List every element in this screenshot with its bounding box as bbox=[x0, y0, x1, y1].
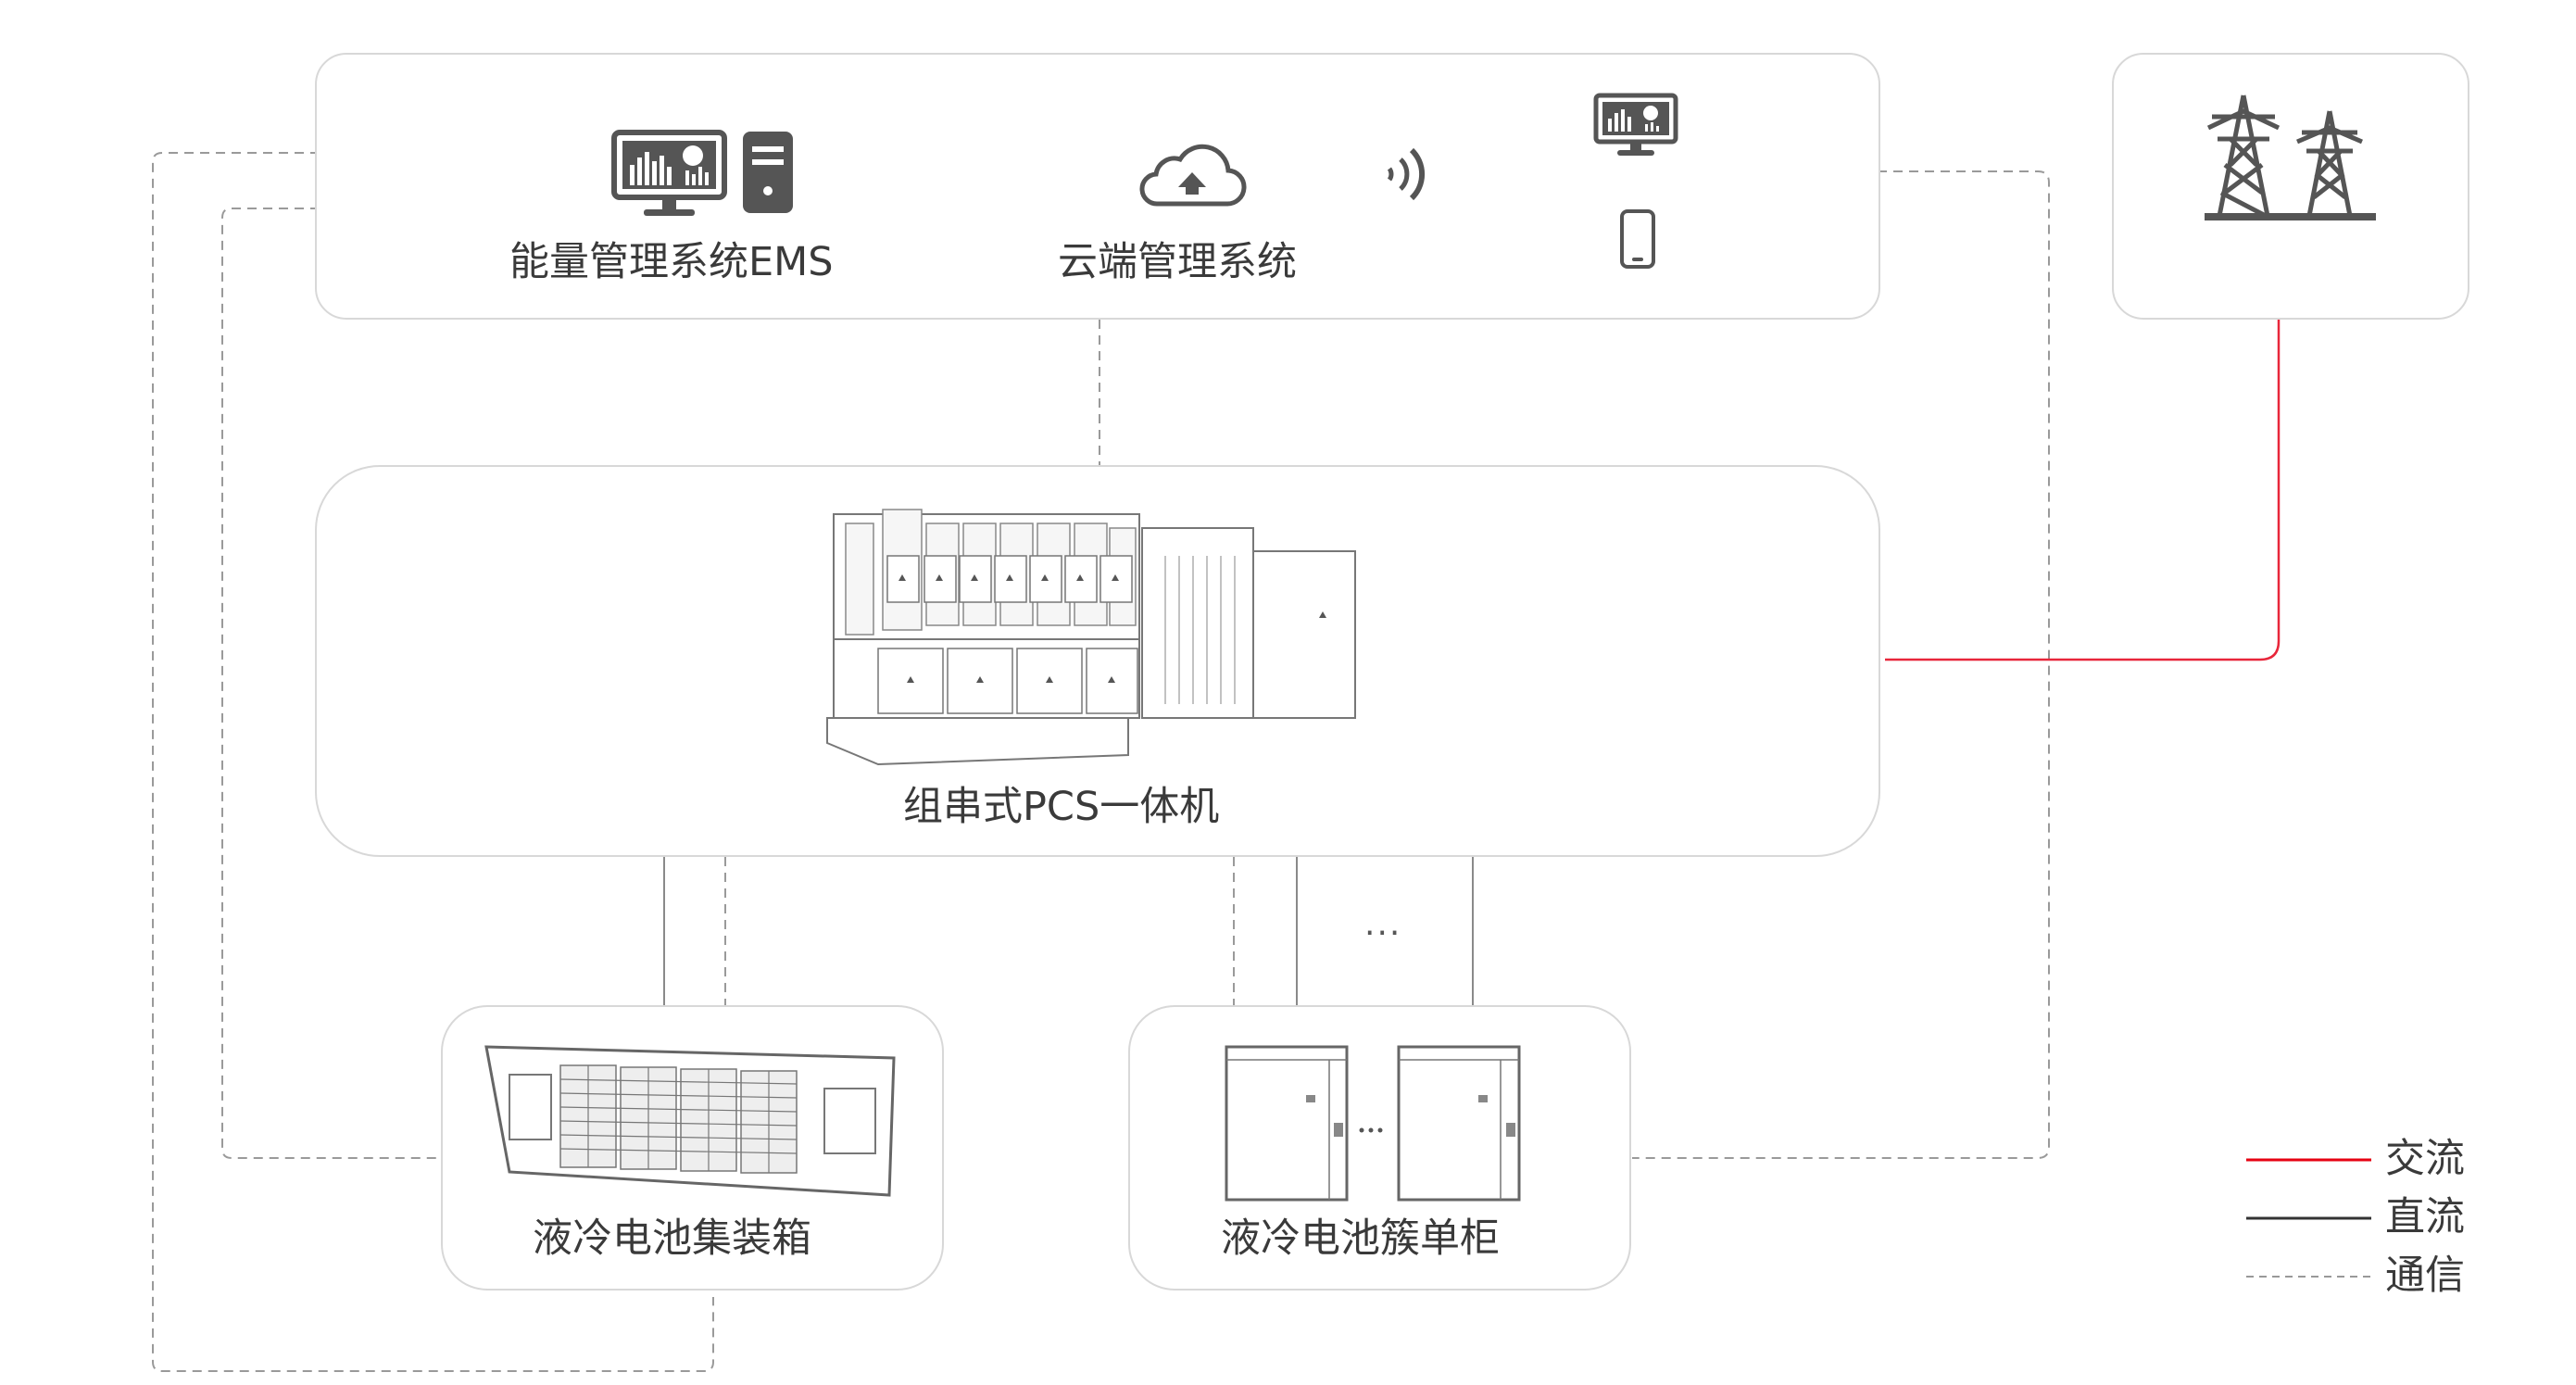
comm-line-cloud-cabinet bbox=[1632, 170, 2050, 1159]
comm-line-ems-inner bbox=[221, 208, 445, 1159]
battery-container-illustration bbox=[484, 1045, 896, 1197]
small-monitor-icon bbox=[1593, 93, 1678, 156]
ac-line-pcs-grid bbox=[1885, 320, 2281, 661]
comm-line-ems-outer bbox=[152, 152, 714, 1372]
monitor-icon bbox=[611, 130, 727, 216]
pcs-label: 组串式PCS一体机 bbox=[903, 784, 1220, 830]
transmission-tower-icon bbox=[2205, 94, 2376, 220]
pcs-equipment-illustration bbox=[826, 509, 1356, 766]
phone-icon bbox=[1620, 209, 1655, 269]
cloud-label: 云端管理系统 bbox=[1058, 239, 1297, 285]
battery-cabinets-illustration bbox=[1225, 1045, 1521, 1202]
cloud-upload-icon bbox=[1139, 144, 1247, 207]
ellipsis-marker: ... bbox=[1364, 905, 1402, 943]
legend-comm-label: 通信 bbox=[2385, 1253, 2465, 1299]
cabinet-label: 液冷电池簇单柜 bbox=[1221, 1215, 1500, 1262]
grid-box bbox=[2112, 53, 2469, 320]
wireless-signal-icon bbox=[1387, 147, 1426, 201]
ems-label: 能量管理系统EMS bbox=[509, 239, 834, 285]
server-icon bbox=[743, 132, 793, 213]
legend-ac-label: 交流 bbox=[2385, 1136, 2465, 1182]
cabinet-box bbox=[1128, 1005, 1631, 1291]
container-label: 液冷电池集装箱 bbox=[533, 1215, 811, 1262]
legend-dc-label: 直流 bbox=[2385, 1194, 2465, 1240]
